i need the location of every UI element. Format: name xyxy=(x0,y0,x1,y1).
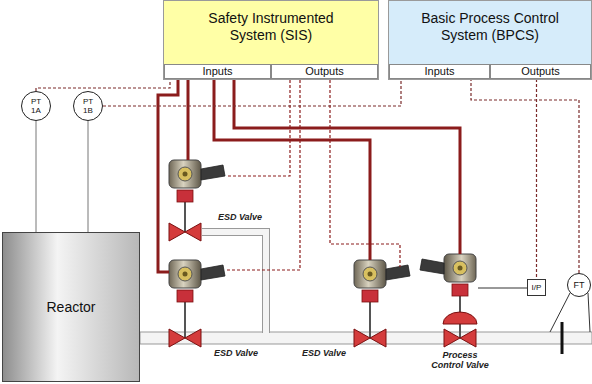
node-text: Outputs xyxy=(305,65,344,78)
valve-stem xyxy=(369,302,371,338)
node-text: Inputs xyxy=(203,65,233,78)
node-text: PT 1B xyxy=(80,97,96,115)
transmitter-circle: PT 1B xyxy=(73,91,103,121)
esd-valve-symbol xyxy=(169,223,201,241)
bypass-pipe xyxy=(202,232,266,334)
valve-stem xyxy=(184,202,186,232)
signal-connector xyxy=(36,79,170,91)
signal-connector xyxy=(471,79,579,273)
solenoid-symbol xyxy=(169,160,225,202)
valve-label: ESD Valve xyxy=(206,348,266,358)
flow-tap-line xyxy=(550,293,590,332)
valve-label: ESD Valve xyxy=(296,348,352,358)
transmitter-circle: PT 1A xyxy=(21,91,51,121)
node-text: I/P xyxy=(532,283,542,292)
impulse-line xyxy=(36,121,37,232)
node-text: Outputs xyxy=(521,65,560,78)
system-title: Safety Instrumented System (SIS) xyxy=(196,10,346,44)
transmitter-circle: FT xyxy=(567,273,591,297)
sis-wiring xyxy=(158,80,460,272)
io-box: Inputs xyxy=(164,64,271,79)
signal-connector xyxy=(103,79,401,106)
io-box: Inputs xyxy=(389,64,490,79)
signal-connector xyxy=(536,79,537,279)
valve-label: Process Control Valve xyxy=(428,350,492,370)
positioner-symbol xyxy=(420,254,476,296)
reactor-vessel: Reactor xyxy=(2,232,140,382)
node-text: PT 1A xyxy=(28,97,44,115)
node-text: Reactor xyxy=(46,299,95,316)
io-box: Outputs xyxy=(271,64,378,79)
esd-valve-symbol xyxy=(354,329,386,347)
solenoid-symbol xyxy=(169,260,225,302)
signal-line xyxy=(478,288,527,289)
system-title: Basic Process Control System (BPCS) xyxy=(410,10,570,44)
valve-stem xyxy=(184,302,186,338)
sis-output-wiring xyxy=(226,80,400,270)
orifice-plate xyxy=(561,322,564,354)
node-text: FT xyxy=(574,280,585,290)
solenoid-symbol xyxy=(354,260,410,302)
node-text: Inputs xyxy=(425,65,455,78)
control-valve-symbol xyxy=(444,329,476,347)
diaphragm-actuator xyxy=(443,312,477,324)
bypass-pipe xyxy=(202,232,266,333)
esd-valve-symbol xyxy=(169,329,201,347)
system-box: Basic Process Control System (BPCS) Input… xyxy=(388,0,592,80)
converter-box: I/P xyxy=(527,279,546,296)
impulse-line xyxy=(88,121,89,232)
io-box: Outputs xyxy=(490,64,591,79)
system-box: Safety Instrumented System (SIS) Inputs Ou… xyxy=(163,0,379,80)
valve-label: ESD Valve xyxy=(210,212,270,222)
